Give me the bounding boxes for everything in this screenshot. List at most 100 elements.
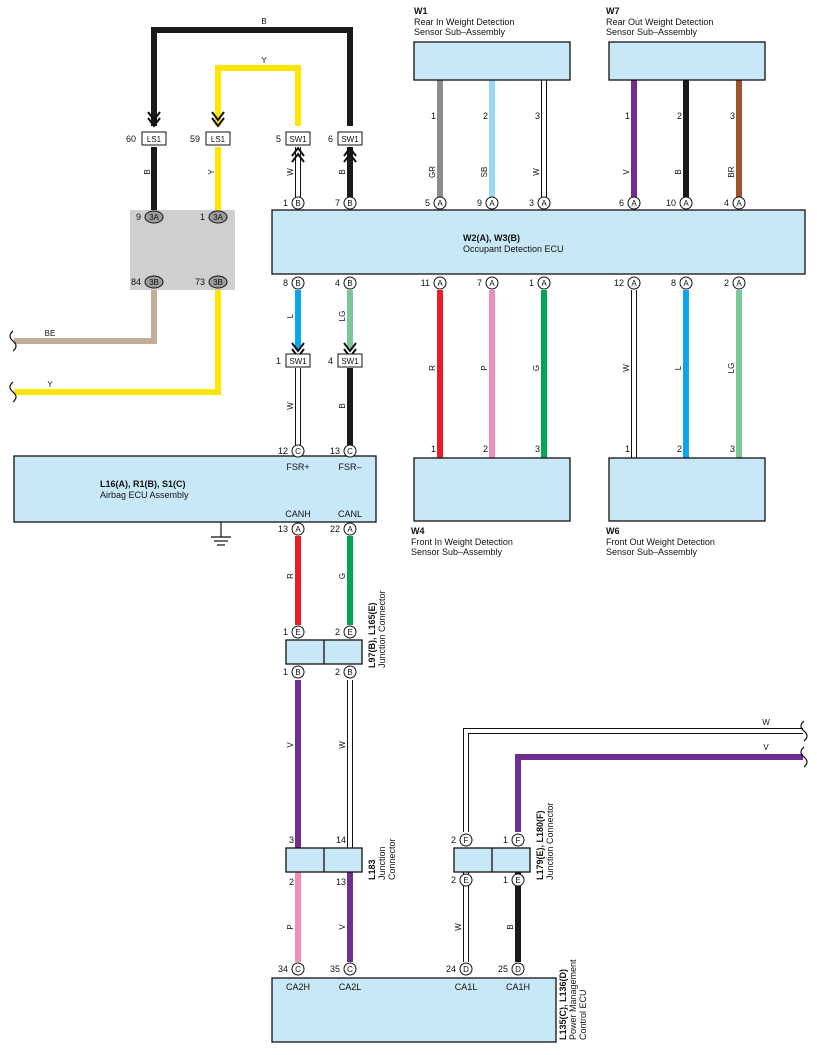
svg-text:F: F	[516, 836, 521, 845]
svg-text:A: A	[736, 279, 742, 288]
airbag-name: Airbag ECU Assembly	[100, 490, 189, 500]
svg-text:12: 12	[278, 446, 288, 456]
svg-text:9: 9	[477, 198, 482, 208]
svg-text:1: 1	[625, 444, 630, 454]
svg-text:B: B	[347, 279, 352, 288]
svg-text:24: 24	[446, 964, 456, 974]
svg-text:4: 4	[335, 278, 340, 288]
svg-text:A: A	[295, 525, 301, 534]
svg-text:A: A	[437, 199, 443, 208]
svg-text:1: 1	[503, 875, 508, 885]
svg-text:B: B	[347, 199, 352, 208]
svg-text:CA1L: CA1L	[455, 982, 478, 992]
svg-text:P: P	[480, 365, 489, 370]
svg-text:1: 1	[283, 627, 288, 637]
svg-text:2: 2	[451, 875, 456, 885]
svg-text:P: P	[286, 924, 295, 929]
w6-name1: Front Out Weight Detection	[606, 537, 715, 547]
svg-text:7: 7	[477, 278, 482, 288]
svg-text:13: 13	[330, 446, 340, 456]
svg-text:A: A	[683, 279, 689, 288]
wire-be	[14, 290, 157, 344]
svg-text:W: W	[622, 364, 631, 372]
w4-code: W4	[411, 526, 425, 536]
svg-text:2: 2	[451, 835, 456, 845]
svg-text:7: 7	[335, 198, 340, 208]
svg-text:4: 4	[724, 198, 729, 208]
svg-text:C: C	[295, 447, 301, 456]
svg-text:V: V	[622, 169, 631, 175]
svg-text:W: W	[762, 718, 770, 727]
pin-numbers: 60 59 5 6 9 1 84 73 1 7 5 9 3 6 10 4 8 4…	[126, 111, 735, 974]
pm-name2: Control ECU	[578, 989, 588, 1040]
svg-text:A: A	[631, 279, 637, 288]
w1-code: W1	[414, 6, 428, 16]
svg-text:B: B	[506, 924, 515, 929]
svg-text:B: B	[674, 169, 683, 174]
svg-text:9: 9	[136, 212, 141, 222]
w7-name2: Sensor Sub–Assembly	[606, 27, 698, 37]
svg-text:2: 2	[483, 111, 488, 121]
airbag-code: L16(A), R1(B), S1(C)	[100, 479, 186, 489]
svg-text:4: 4	[328, 356, 333, 366]
svg-text:SB: SB	[480, 167, 489, 178]
svg-text:1: 1	[625, 111, 630, 121]
wire-v-right	[515, 754, 803, 832]
svg-text:W: W	[532, 168, 541, 176]
svg-text:A: A	[541, 199, 547, 208]
w7-code: W7	[606, 6, 620, 16]
ground-icon	[211, 522, 231, 546]
svg-text:2: 2	[483, 444, 488, 454]
jc3-code: L179(E), L180(F)	[535, 810, 545, 880]
wire-b-top	[151, 27, 353, 126]
svg-text:11: 11	[421, 278, 430, 288]
svg-text:A: A	[437, 279, 443, 288]
svg-text:A: A	[347, 525, 353, 534]
svg-text:13: 13	[278, 524, 288, 534]
sw1-tag-d: SW1	[341, 357, 359, 366]
svg-text:6: 6	[619, 198, 624, 208]
svg-text:E: E	[463, 876, 468, 885]
svg-text:FSR+: FSR+	[286, 462, 309, 472]
svg-text:R: R	[286, 573, 295, 579]
svg-text:A: A	[489, 279, 495, 288]
svg-text:W: W	[286, 168, 295, 176]
svg-text:1: 1	[283, 667, 288, 677]
ls1-tag-a: LS1	[147, 135, 162, 144]
svg-text:14: 14	[336, 835, 346, 845]
w7-sensor-box	[608, 41, 766, 81]
svg-text:A: A	[683, 199, 689, 208]
svg-text:C: C	[295, 965, 301, 974]
svg-text:3: 3	[730, 444, 735, 454]
svg-text:V: V	[338, 924, 347, 930]
svg-text:B: B	[295, 199, 300, 208]
wire-y-left	[14, 290, 221, 395]
terminal-letters: 3A 3A 3B 3B B B A A A A A A B B A A A A …	[149, 199, 742, 974]
svg-text:Y: Y	[261, 56, 267, 65]
jc1-name: Junction Connector	[377, 590, 387, 668]
svg-text:FSR–: FSR–	[338, 462, 361, 472]
pm-ecu-box	[271, 977, 557, 1043]
ecu-code: W2(A), W3(B)	[463, 233, 520, 243]
sw1-tag-b: SW1	[341, 135, 359, 144]
svg-text:22: 22	[330, 524, 340, 534]
svg-text:3B: 3B	[213, 278, 223, 287]
w6-name2: Sensor Sub–Assembly	[606, 547, 698, 557]
svg-text:A: A	[631, 199, 637, 208]
jc2-name1: Junction	[377, 846, 387, 880]
airbag-ecu-box	[13, 455, 377, 523]
svg-text:73: 73	[195, 277, 205, 287]
svg-text:2: 2	[335, 627, 340, 637]
svg-text:1: 1	[276, 356, 281, 366]
sw1-tag-a: SW1	[289, 135, 307, 144]
svg-text:2: 2	[677, 111, 682, 121]
svg-text:A: A	[489, 199, 495, 208]
svg-text:R: R	[428, 365, 437, 371]
w4-name1: Front In Weight Detection	[411, 537, 513, 547]
svg-text:E: E	[515, 876, 520, 885]
ls1-tag-b: LS1	[211, 135, 226, 144]
svg-text:8: 8	[283, 278, 288, 288]
svg-text:LG: LG	[338, 311, 347, 322]
w1-sensor-box	[413, 41, 571, 81]
svg-text:CANH: CANH	[285, 509, 311, 519]
